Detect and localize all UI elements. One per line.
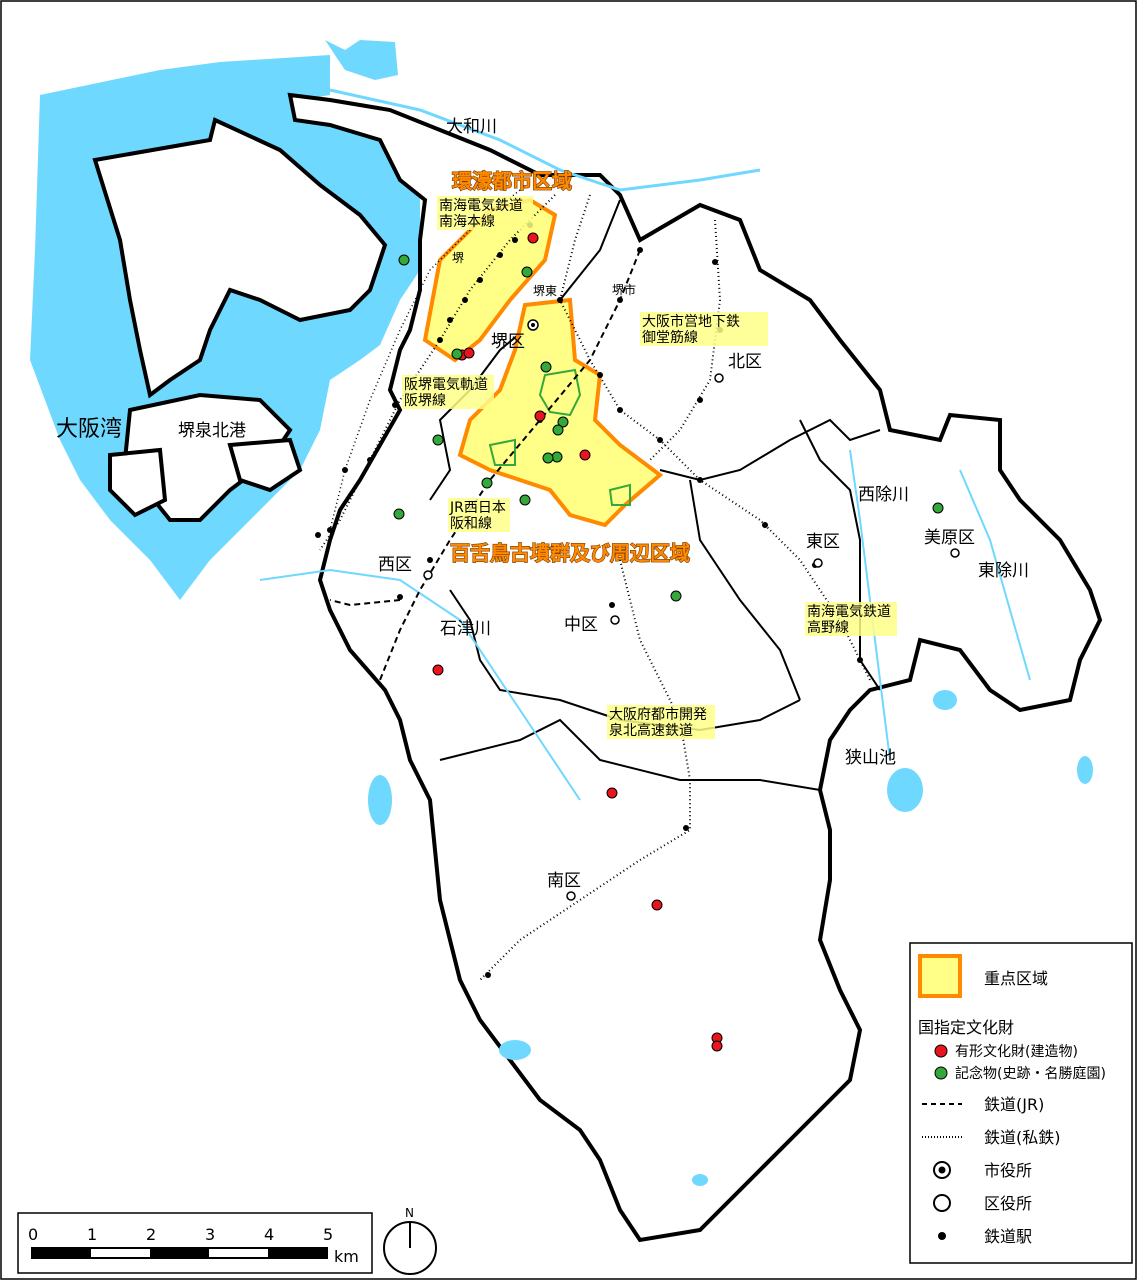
pond [692,1174,708,1186]
label-higashiyoke-river: 東除川 [978,561,1029,581]
ward-office-markers [423,373,960,901]
north-arrow-icon: N [383,1206,437,1275]
kofun-small [608,483,631,506]
legend-national-heading: 国指定文化財 [918,1018,1014,1037]
legend-tangible: 有形文化財(建造物) [955,1044,1078,1060]
label-mozu-area: 百舌鳥古墳群及び周辺区域 [450,541,690,565]
water-strip-north [325,40,398,80]
label-sakaihigashi-station: 堺東 [533,284,557,298]
label-nishiyoke-river: 西除川 [858,485,909,505]
pond [1077,756,1093,784]
label-jr-2: 阪和線 [450,516,492,532]
rail-senboku [479,559,691,981]
legend-ward-office: 区役所 [984,1194,1032,1213]
ward-boundary-nishi-naka [449,589,801,732]
scale-seg-5 [268,1248,327,1258]
sayama-pond [887,768,923,812]
yamato-river [329,88,761,192]
legend-rail-jr: 鉄道(JR) [984,1095,1044,1114]
label-sakaishi-station: 堺市 [612,282,636,297]
scale-bar: 0 1 2 3 4 5 km [17,1212,373,1274]
rail-jr-branch [329,599,401,607]
pond [933,690,957,710]
label-ishizu-river: 石津川 [440,619,491,639]
ishizu-river [259,568,581,801]
north-label: N [405,1206,414,1220]
label-nankai-main-1: 南海電気鉄道 [439,198,523,214]
rail-subway [649,219,722,461]
label-bg [805,602,897,636]
label-higashi-ward: 東区 [806,532,840,552]
scale-tick-1: 1 [87,1225,97,1244]
pond [368,775,392,825]
scale-tick-4: 4 [264,1225,274,1244]
label-bg [640,312,768,346]
legend-cityhall-swatch-center [938,1166,946,1174]
label-subway-2: 御堂筋線 [642,329,698,346]
label-sakai-ward: 堺区 [491,332,525,352]
legend-tangible-swatch [934,1044,948,1058]
kofun-small [488,438,516,466]
label-bg [448,498,510,532]
label-osaka-bay: 大阪湾 [56,417,122,442]
pier-south-1 [108,447,168,518]
label-senboku-1: 大阪府都市開発 [609,706,707,723]
scale-tick-2: 2 [146,1225,156,1244]
scale-tick-3: 3 [205,1225,215,1244]
label-koya-1: 南海電気鉄道 [807,604,891,620]
scale-unit: km [334,1247,359,1266]
label-senboku-2: 泉北高速鉄道 [609,722,693,739]
legend-station: 鉄道駅 [984,1227,1032,1246]
label-minami-ward: 南区 [547,871,581,891]
tangible-points [432,232,723,1052]
legend-monument-swatch [934,1066,948,1080]
nishiyoke-river [849,449,891,761]
pier-south-2 [227,437,303,493]
legend-ward-swatch [933,1194,951,1212]
label-kita-ward: 北区 [728,352,762,372]
legend-rail-private: 鉄道(私鉄) [984,1128,1061,1147]
legend-priority-swatch [918,954,962,998]
scale-seg-1 [32,1248,91,1258]
ward-boundary-naka-minami [689,479,801,701]
legend-monument: 記念物(史跡・名勝庭園) [955,1065,1106,1082]
label-hankai-2: 阪堺線 [404,393,446,409]
label-yamato-river: 大和川 [446,117,497,137]
scale-box [17,1212,373,1274]
label-sensen-port: 堺泉北港 [178,421,246,441]
label-naka-ward: 中区 [564,615,598,635]
scale-seg-3 [150,1248,209,1258]
legend: 重点区域 国指定文化財 有形文化財(建造物) 記念物(史跡・名勝庭園) 鉄道(J… [909,942,1133,1264]
label-koya-2: 高野線 [807,619,849,636]
label-bg [607,705,715,739]
label-nishi-ward: 西区 [378,555,412,575]
label-hankai-1: 阪堺電気軌道 [404,377,488,393]
scale-tick-0: 0 [28,1225,38,1244]
legend-station-swatch [938,1232,946,1240]
label-bg [402,375,494,409]
label-jr-1: JR西日本 [449,500,506,516]
pond [499,1040,531,1060]
city-hall-marker-center [531,323,535,327]
legend-city-hall: 市役所 [984,1161,1032,1180]
monument-points [393,254,944,602]
label-mihara-ward: 美原区 [924,528,975,548]
label-sakai-station: 堺 [452,251,464,265]
kofun-daisen [538,368,582,417]
label-sayama-pond: 狭山池 [845,748,896,768]
label-bg [437,196,533,230]
scale-tick-5: 5 [323,1225,333,1244]
ward-boundary-minami [439,718,821,791]
ward-boundary-sakai [429,199,621,501]
legend-priority-area: 重点区域 [984,969,1048,988]
pier-north [92,117,388,399]
label-kango-area: 環濠都市区域 [452,169,572,193]
higashiyoke-river [959,469,1031,681]
label-nankai-main-2: 南海本線 [439,214,495,230]
label-subway-1: 大阪市営地下鉄 [642,313,740,330]
